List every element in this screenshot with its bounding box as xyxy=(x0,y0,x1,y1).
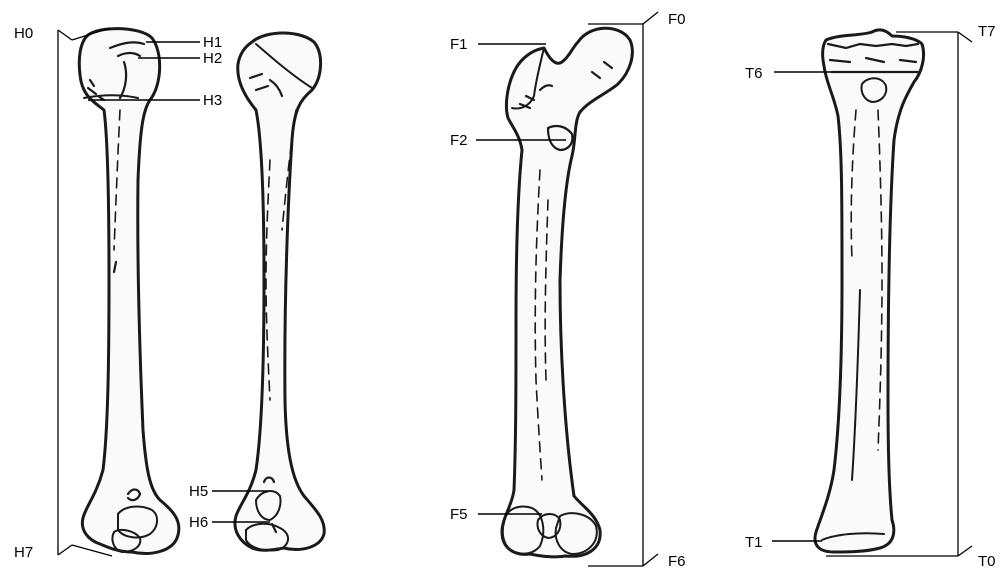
label-t6: T6 xyxy=(745,65,763,82)
femur xyxy=(502,28,632,557)
label-h1: H1 xyxy=(203,34,222,51)
label-h7: H7 xyxy=(14,544,33,561)
label-h5: H5 xyxy=(189,483,208,500)
leader-lines xyxy=(88,42,832,541)
label-f0: F0 xyxy=(668,11,686,28)
label-f2: F2 xyxy=(450,132,468,149)
humerus-front-outline xyxy=(79,29,179,554)
label-f6: F6 xyxy=(668,553,686,569)
label-f1: F1 xyxy=(450,36,468,53)
label-t0: T0 xyxy=(978,553,996,569)
tibia xyxy=(815,30,924,552)
label-f5: F5 xyxy=(450,506,468,523)
label-t1: T1 xyxy=(745,534,763,551)
humerus-back-view xyxy=(235,33,324,551)
label-h0: H0 xyxy=(14,25,33,42)
humerus-back-outline xyxy=(235,33,324,550)
humerus-front-view xyxy=(79,29,179,554)
tibia-outline xyxy=(815,30,924,552)
label-h6: H6 xyxy=(189,514,208,531)
label-t7: T7 xyxy=(978,23,996,40)
label-h3: H3 xyxy=(203,92,222,109)
label-h2: H2 xyxy=(203,50,222,67)
